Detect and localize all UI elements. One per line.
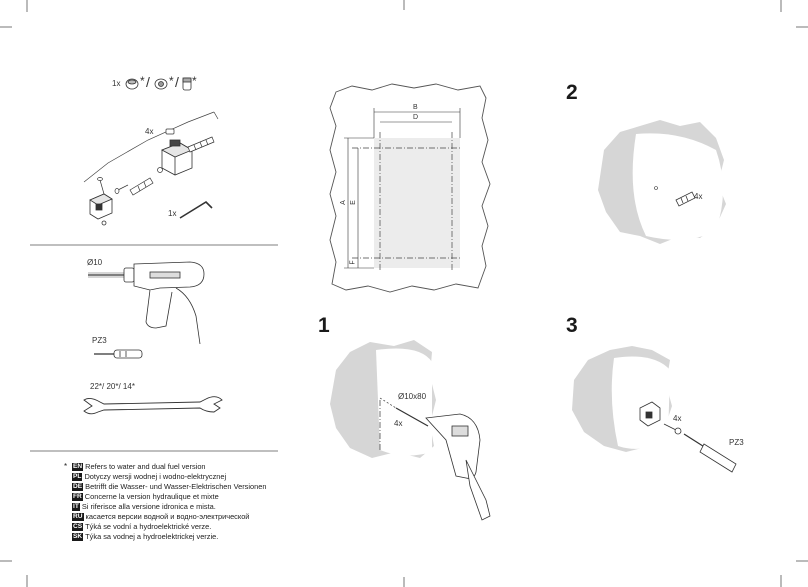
- screw-icon: [97, 167, 163, 195]
- small-bracket-icon: [89, 193, 113, 226]
- screwdriver-icon: [94, 349, 143, 359]
- variant-star-3: *: [192, 74, 197, 88]
- variant-slash-2: /: [175, 74, 179, 90]
- step-1-number: 1: [318, 314, 330, 337]
- variant-star-1: *: [140, 74, 145, 88]
- variant-slash-1: /: [146, 74, 150, 90]
- allen-key-icon: [179, 200, 213, 219]
- dim-F: F: [349, 260, 357, 265]
- dim-D: D: [413, 114, 419, 121]
- variant-star-2: *: [169, 74, 174, 88]
- wrench-icon: [83, 396, 223, 415]
- cap-variant-icons: [125, 77, 192, 91]
- dim-A: A: [339, 200, 347, 205]
- bracket-icon: [639, 401, 661, 427]
- wrench-sizes: 22*/ 20*/ 14*: [90, 382, 135, 391]
- wall-plug-icon: [675, 191, 696, 207]
- screwdriver-size: PZ3: [92, 336, 107, 345]
- step-2-number: 2: [566, 81, 578, 104]
- step1-qty: 4x: [394, 419, 403, 428]
- screwdriver-icon: [683, 433, 737, 473]
- step3-qty: 4x: [673, 414, 682, 423]
- step-3-number: 3: [566, 314, 578, 337]
- drill-icon: [395, 407, 491, 521]
- step2-qty: 4x: [694, 192, 703, 201]
- wall-plug-icon: [129, 136, 215, 196]
- legend-asterisk: *: [64, 462, 68, 471]
- bracket-icon: [161, 139, 193, 176]
- drill-bit-size: Ø10: [87, 258, 103, 267]
- step3-tool: PZ3: [729, 438, 744, 447]
- cap-icon: [165, 128, 175, 135]
- step1-hole-size: Ø10x80: [398, 392, 427, 401]
- dim-E: E: [349, 200, 357, 205]
- screw-icon: [663, 423, 682, 435]
- qty-1x-caps: 1x: [112, 79, 121, 88]
- qty-4x-fixings: 4x: [145, 127, 154, 136]
- qty-1x-allen-key: 1x: [168, 209, 177, 218]
- dim-B: B: [413, 104, 418, 111]
- drill-icon: [88, 261, 205, 345]
